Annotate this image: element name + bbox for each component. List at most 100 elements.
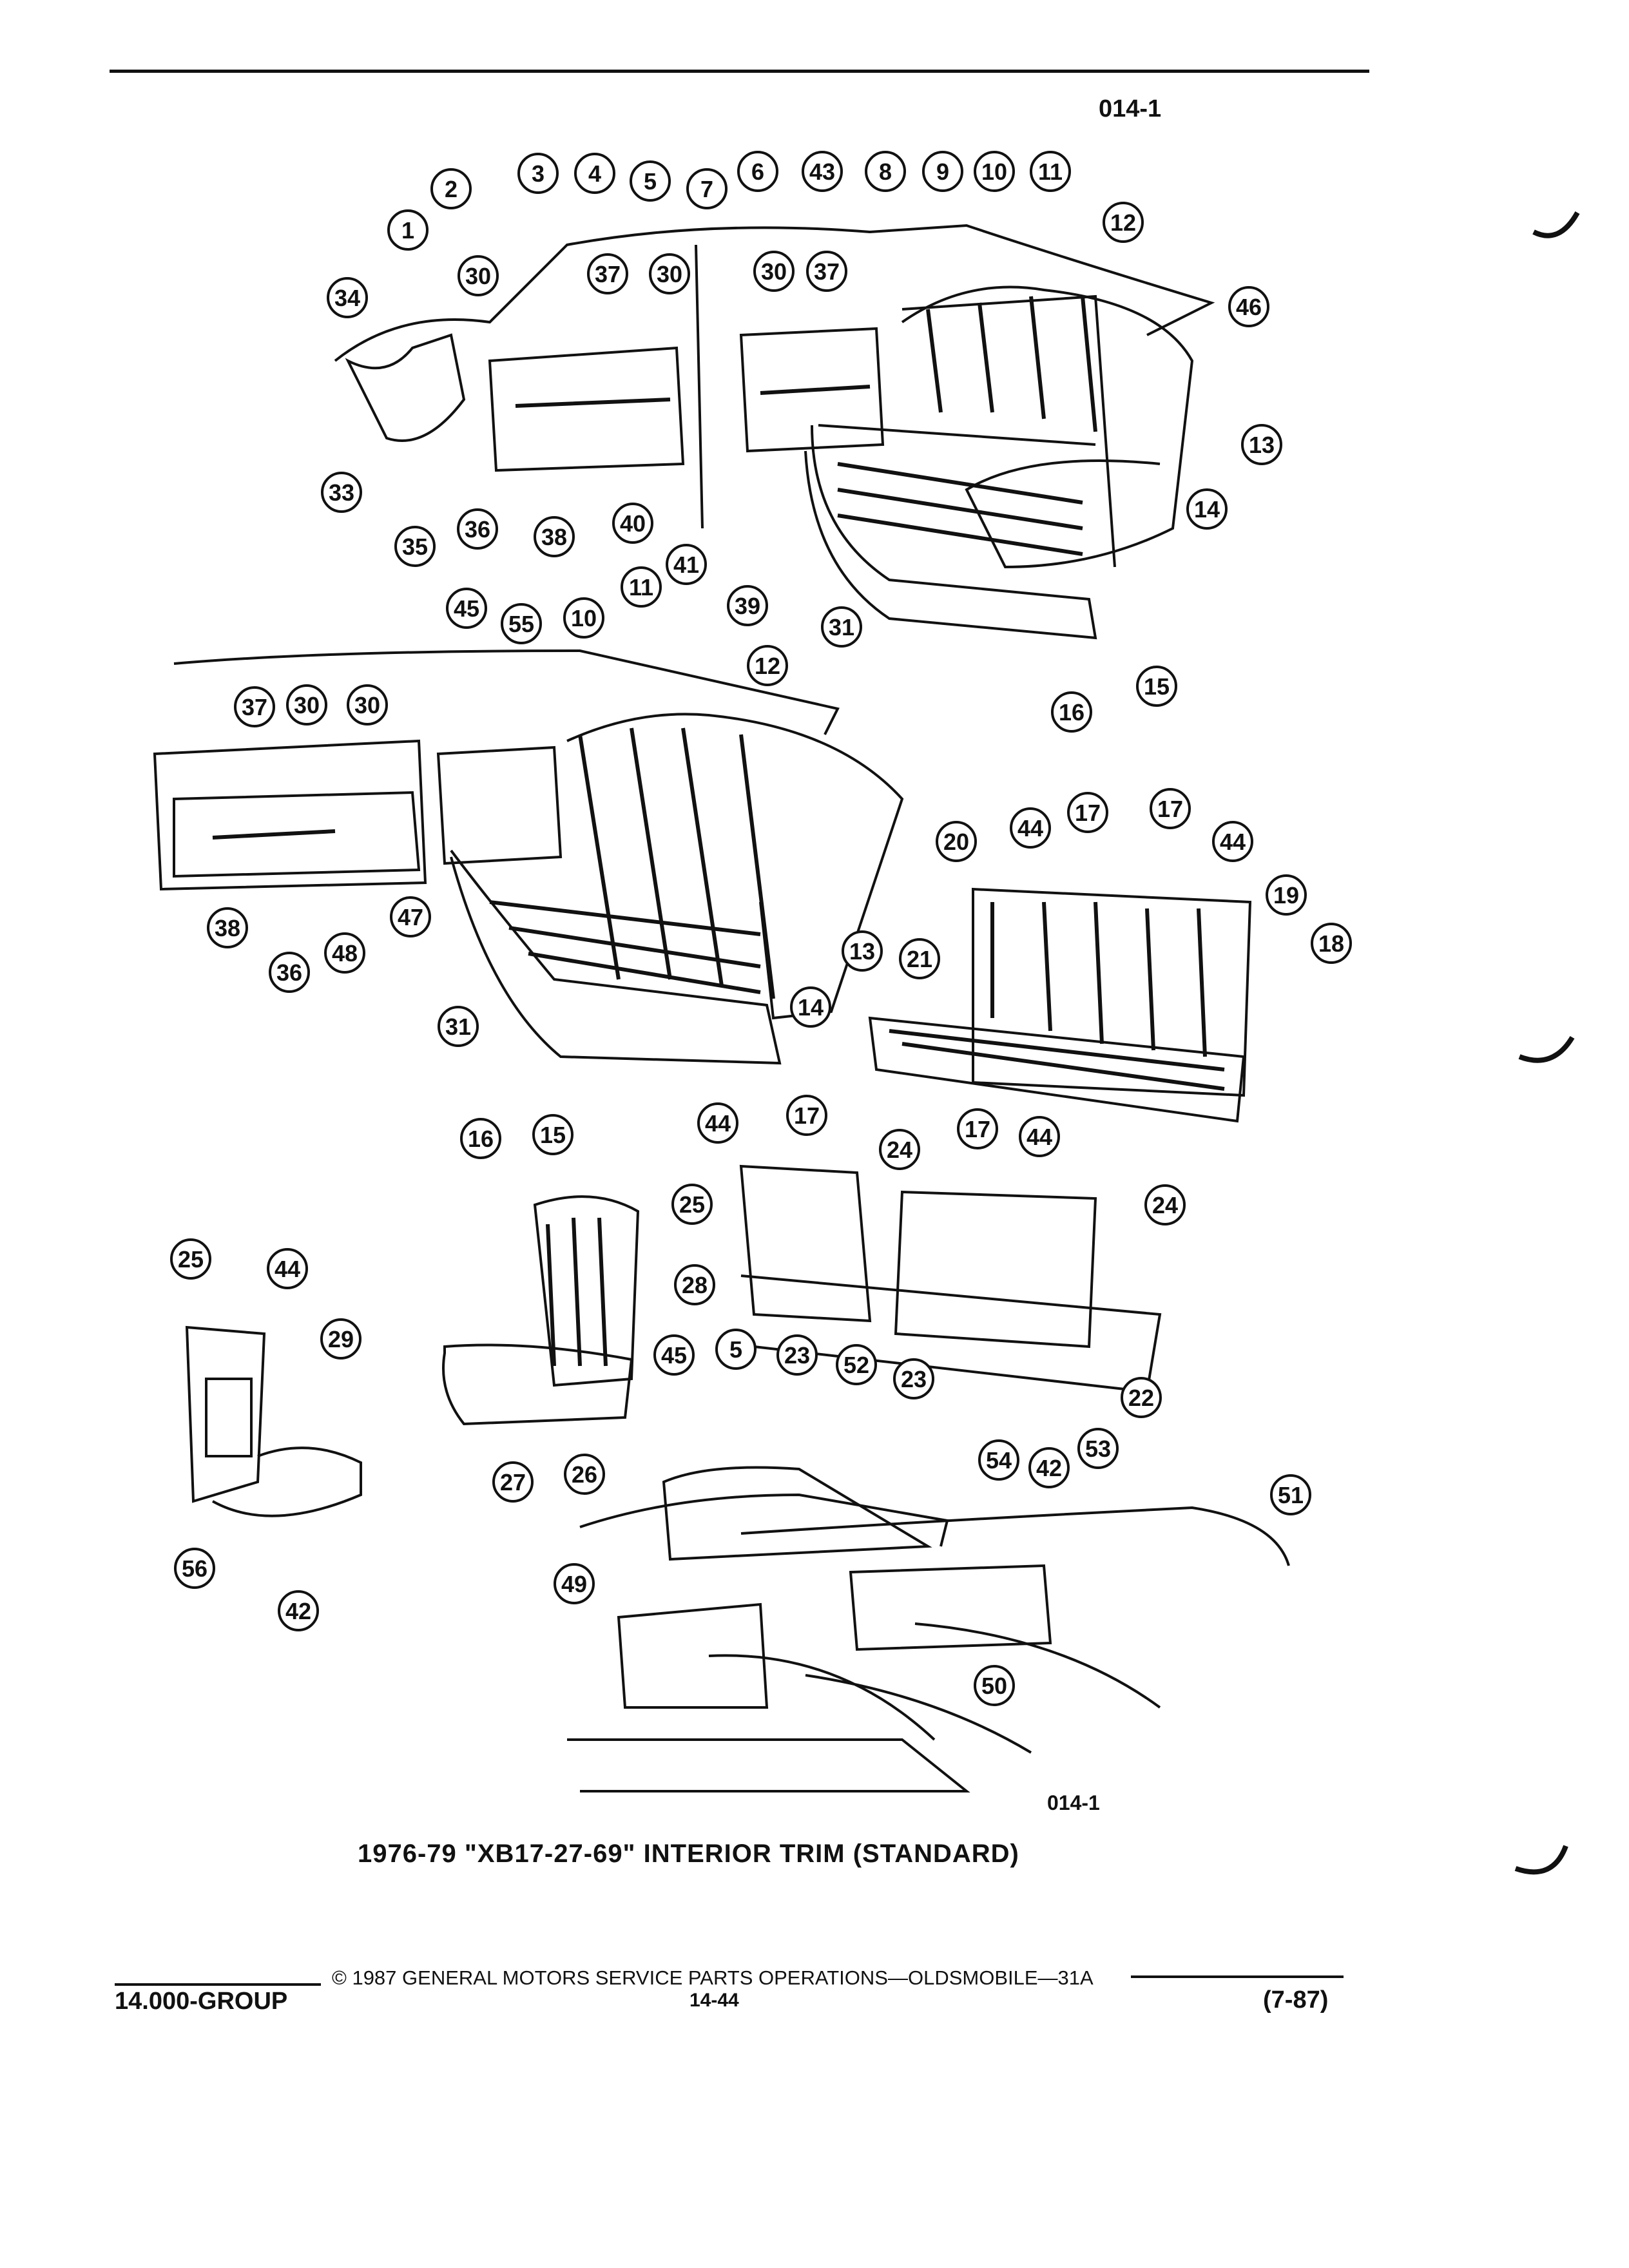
callout-3: 3 bbox=[517, 153, 559, 194]
svg-text:15: 15 bbox=[540, 1122, 566, 1148]
svg-text:42: 42 bbox=[285, 1598, 311, 1624]
callout-30e: 30 bbox=[347, 684, 388, 726]
callout-44e: 44 bbox=[267, 1248, 308, 1289]
svg-text:26: 26 bbox=[572, 1461, 597, 1488]
svg-text:11: 11 bbox=[1038, 159, 1063, 185]
svg-text:15: 15 bbox=[1144, 673, 1170, 700]
svg-text:36: 36 bbox=[276, 959, 302, 986]
svg-text:25: 25 bbox=[178, 1246, 204, 1273]
callout-31a: 31 bbox=[821, 606, 862, 648]
svg-text:54: 54 bbox=[986, 1447, 1012, 1474]
callout-27: 27 bbox=[492, 1461, 534, 1503]
callout-54: 54 bbox=[978, 1439, 1019, 1481]
svg-text:25: 25 bbox=[679, 1191, 705, 1218]
callout-18: 18 bbox=[1311, 923, 1352, 964]
svg-text:11: 11 bbox=[629, 574, 653, 601]
callout-40: 40 bbox=[612, 503, 653, 544]
svg-text:49: 49 bbox=[561, 1571, 587, 1597]
svg-text:38: 38 bbox=[215, 915, 240, 941]
svg-text:24: 24 bbox=[887, 1137, 912, 1163]
svg-text:20: 20 bbox=[943, 829, 969, 855]
callout-55: 55 bbox=[501, 603, 542, 644]
callout-11: 11 bbox=[1030, 151, 1071, 192]
svg-text:47: 47 bbox=[398, 904, 423, 930]
svg-text:5: 5 bbox=[644, 168, 657, 195]
callout-31b: 31 bbox=[438, 1006, 479, 1047]
callout-11b: 11 bbox=[621, 566, 662, 608]
callout-37b: 37 bbox=[806, 251, 847, 292]
page-number: 14-44 bbox=[689, 1990, 739, 2011]
svg-text:39: 39 bbox=[735, 593, 760, 619]
svg-text:13: 13 bbox=[1249, 432, 1275, 458]
svg-text:13: 13 bbox=[849, 938, 875, 965]
svg-text:29: 29 bbox=[328, 1326, 354, 1352]
svg-text:48: 48 bbox=[332, 940, 358, 966]
svg-text:44: 44 bbox=[1027, 1124, 1052, 1150]
callout-38: 38 bbox=[534, 516, 575, 557]
svg-text:14: 14 bbox=[798, 994, 824, 1021]
svg-text:10: 10 bbox=[981, 159, 1007, 185]
svg-text:2: 2 bbox=[445, 176, 458, 202]
svg-text:50: 50 bbox=[981, 1673, 1007, 1699]
svg-text:24: 24 bbox=[1152, 1192, 1178, 1218]
svg-text:52: 52 bbox=[843, 1352, 869, 1378]
svg-text:30: 30 bbox=[465, 263, 491, 289]
callout-44b: 44 bbox=[1212, 821, 1253, 862]
callout-50: 50 bbox=[974, 1665, 1015, 1706]
callout-44a: 44 bbox=[1010, 807, 1051, 849]
callout-14b: 14 bbox=[790, 986, 831, 1028]
callout-30c: 30 bbox=[753, 251, 795, 292]
svg-text:30: 30 bbox=[761, 258, 787, 285]
svg-text:42: 42 bbox=[1036, 1455, 1062, 1481]
callout-10: 10 bbox=[974, 151, 1015, 192]
svg-text:51: 51 bbox=[1278, 1482, 1304, 1508]
svg-text:40: 40 bbox=[620, 510, 646, 537]
svg-text:16: 16 bbox=[1059, 699, 1084, 726]
svg-text:33: 33 bbox=[329, 479, 354, 506]
svg-text:3: 3 bbox=[532, 160, 545, 187]
svg-text:31: 31 bbox=[829, 614, 854, 640]
callout-45a: 45 bbox=[446, 588, 487, 629]
page-code: 014-1 bbox=[1099, 95, 1162, 122]
callout-37c: 37 bbox=[234, 686, 275, 727]
callout-17d: 17 bbox=[957, 1108, 998, 1149]
callout-23a: 23 bbox=[776, 1334, 818, 1376]
svg-text:38: 38 bbox=[541, 524, 567, 550]
callouts: 1 2 3 4 5 7 6 43 8 9 10 11 12 46 13 14 1… bbox=[170, 151, 1352, 1706]
diagram-code: 014-1 bbox=[1047, 1791, 1100, 1814]
callout-30b: 30 bbox=[649, 253, 690, 294]
callout-25b: 25 bbox=[170, 1238, 211, 1280]
car-linework bbox=[153, 224, 1290, 1792]
svg-text:23: 23 bbox=[784, 1342, 810, 1369]
callout-14: 14 bbox=[1186, 488, 1228, 530]
svg-text:18: 18 bbox=[1318, 930, 1344, 957]
callout-43: 43 bbox=[802, 151, 843, 192]
svg-text:30: 30 bbox=[657, 261, 682, 287]
svg-text:17: 17 bbox=[965, 1116, 990, 1142]
callout-34: 34 bbox=[327, 277, 368, 318]
svg-text:28: 28 bbox=[682, 1272, 708, 1298]
callout-35: 35 bbox=[394, 526, 436, 567]
callout-25a: 25 bbox=[671, 1184, 713, 1225]
callout-56: 56 bbox=[174, 1548, 215, 1589]
svg-text:56: 56 bbox=[182, 1555, 207, 1582]
svg-text:14: 14 bbox=[1194, 496, 1220, 523]
callout-30a: 30 bbox=[458, 255, 499, 296]
callout-52: 52 bbox=[836, 1344, 877, 1385]
callout-9: 9 bbox=[922, 151, 963, 192]
callout-16b: 16 bbox=[460, 1118, 501, 1159]
callout-42b: 42 bbox=[1028, 1447, 1070, 1488]
svg-text:35: 35 bbox=[402, 533, 428, 560]
copyright-line: © 1987 GENERAL MOTORS SERVICE PARTS OPER… bbox=[332, 1966, 1094, 1989]
diagram-title: 1976-79 "XB17-27-69" INTERIOR TRIM (STAN… bbox=[358, 1840, 1019, 1868]
callout-17c: 17 bbox=[786, 1095, 827, 1136]
callout-7: 7 bbox=[686, 168, 728, 209]
svg-text:17: 17 bbox=[1157, 796, 1183, 822]
callout-46: 46 bbox=[1228, 286, 1269, 327]
svg-text:44: 44 bbox=[1017, 815, 1043, 841]
footer-rule-right bbox=[1131, 1975, 1344, 1978]
svg-text:10: 10 bbox=[571, 605, 597, 631]
callout-20: 20 bbox=[936, 821, 977, 862]
callout-24b: 24 bbox=[1144, 1184, 1186, 1225]
